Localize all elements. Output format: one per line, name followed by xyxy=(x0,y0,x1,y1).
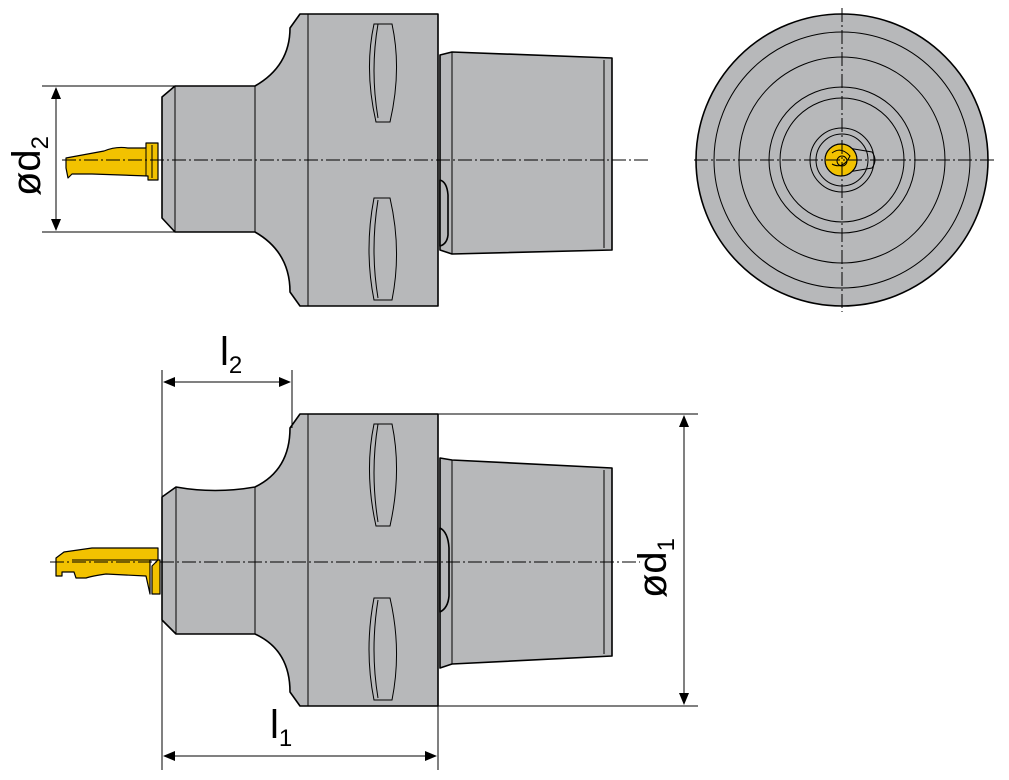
dimension-l1-subscript: 1 xyxy=(279,725,292,752)
dimension-d1-label: ød xyxy=(631,551,675,598)
dimension-l1: l1 xyxy=(161,620,439,770)
svg-text:ød1: ød1 xyxy=(631,538,680,598)
dimension-d2-label: ød xyxy=(5,149,49,196)
dimension-l2-subscript: 2 xyxy=(229,352,242,379)
bottom-side-view xyxy=(50,413,640,707)
top-side-view xyxy=(62,13,648,307)
svg-text:l1: l1 xyxy=(270,703,292,752)
dimension-d2-subscript: 2 xyxy=(27,136,54,149)
insert-side-view xyxy=(55,547,161,595)
dimension-d2: ød2 xyxy=(5,85,175,233)
dimension-l2: l2 xyxy=(161,330,293,497)
insert-top-view xyxy=(65,142,159,181)
dimension-l1-label: l xyxy=(270,703,279,747)
svg-text:ød2: ød2 xyxy=(5,136,54,196)
dimension-d1-subscript: 1 xyxy=(653,538,680,551)
end-view xyxy=(694,8,994,312)
svg-text:l2: l2 xyxy=(220,330,242,379)
dimension-d1: ød1 xyxy=(438,413,698,707)
dimension-l2-label: l xyxy=(220,330,229,374)
